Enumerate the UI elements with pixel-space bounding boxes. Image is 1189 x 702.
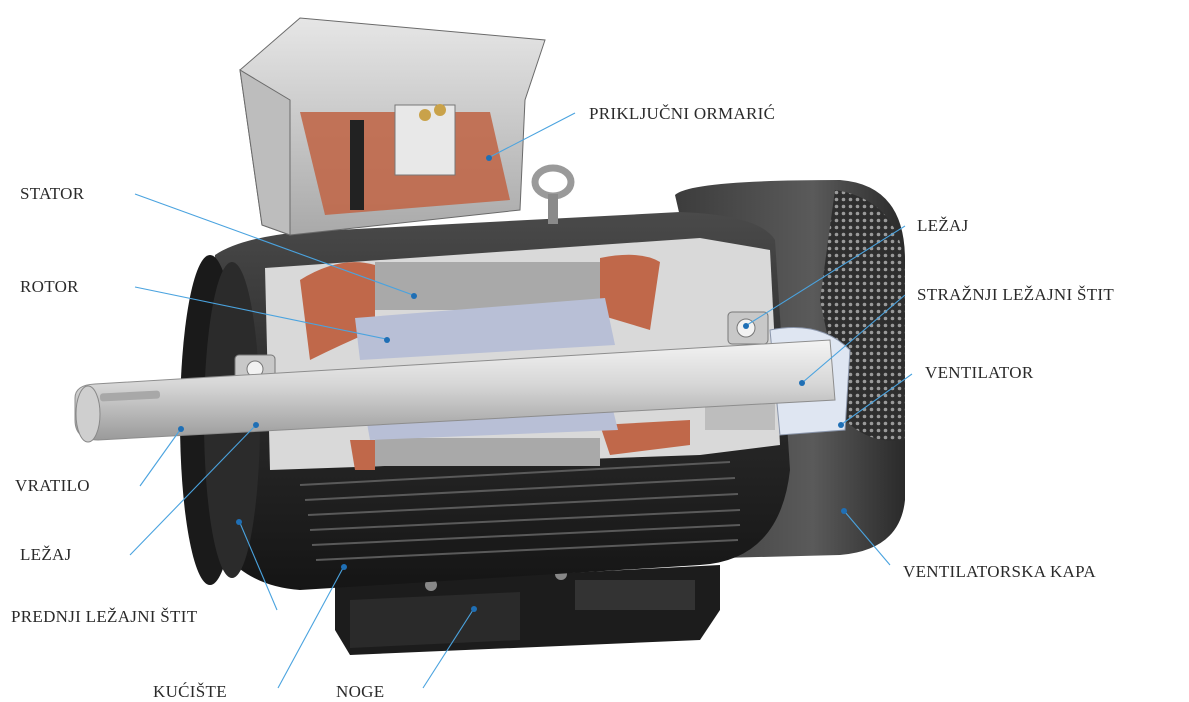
leader-kuciste <box>277 567 344 689</box>
motor-illustration <box>74 17 905 655</box>
dot-straznji-lezajni-stit <box>799 380 805 386</box>
terminal-box <box>239 17 546 236</box>
label-prednji-lezajni-stit: PREDNJI LEŽAJNI ŠTIT <box>11 607 198 626</box>
leader-ventilator <box>841 373 913 425</box>
eye-bolt <box>531 164 575 224</box>
label-stator: STATOR <box>20 184 85 203</box>
label-kuciste: KUĆIŠTE <box>153 682 227 701</box>
label-straznji-lezajni-stit: STRAŽNJI LEŽAJNI ŠTIT <box>917 285 1114 304</box>
leader-lezaj-front <box>129 425 256 556</box>
leader-lezaj-rear <box>746 225 906 326</box>
dot-vratilo <box>178 426 184 432</box>
shaft <box>74 339 836 443</box>
labels: PRIKLJUČNI ORMARIĆ STATOR ROTOR LEŽAJ ST… <box>11 104 1114 701</box>
label-noge: NOGE <box>336 682 384 701</box>
dot-lezaj-front <box>253 422 259 428</box>
leaders <box>129 112 913 689</box>
dot-noge <box>471 606 477 612</box>
leader-noge <box>422 609 474 689</box>
leader-rotor <box>134 286 387 340</box>
leader-ventilatorska-kapa <box>844 511 891 566</box>
label-ventilator: VENTILATOR <box>925 363 1034 382</box>
dot-prikljucni-ormaric <box>486 155 492 161</box>
leader-stator <box>134 193 414 296</box>
dot-stator <box>411 293 417 299</box>
leader-prikljucni-ormaric <box>489 112 576 158</box>
label-lezaj-front: LEŽAJ <box>20 545 72 564</box>
label-lezaj-rear: LEŽAJ <box>917 216 969 235</box>
label-rotor: ROTOR <box>20 277 79 296</box>
label-ventilatorska-kapa: VENTILATORSKA KAPA <box>903 562 1096 581</box>
dot-prednji-lezajni-stit <box>236 519 242 525</box>
dot-lezaj-rear <box>743 323 749 329</box>
feet <box>335 565 720 655</box>
dot-ventilatorska-kapa <box>841 508 847 514</box>
dot-ventilator <box>838 422 844 428</box>
dot-rotor <box>384 337 390 343</box>
leader-vratilo <box>139 429 181 487</box>
dot-kuciste <box>341 564 347 570</box>
leader-straznji-lezajni-stit <box>802 294 906 383</box>
label-prikljucni-ormaric: PRIKLJUČNI ORMARIĆ <box>589 104 775 123</box>
label-vratilo: VRATILO <box>15 476 90 495</box>
leader-prednji-lezajni-stit <box>239 522 278 611</box>
